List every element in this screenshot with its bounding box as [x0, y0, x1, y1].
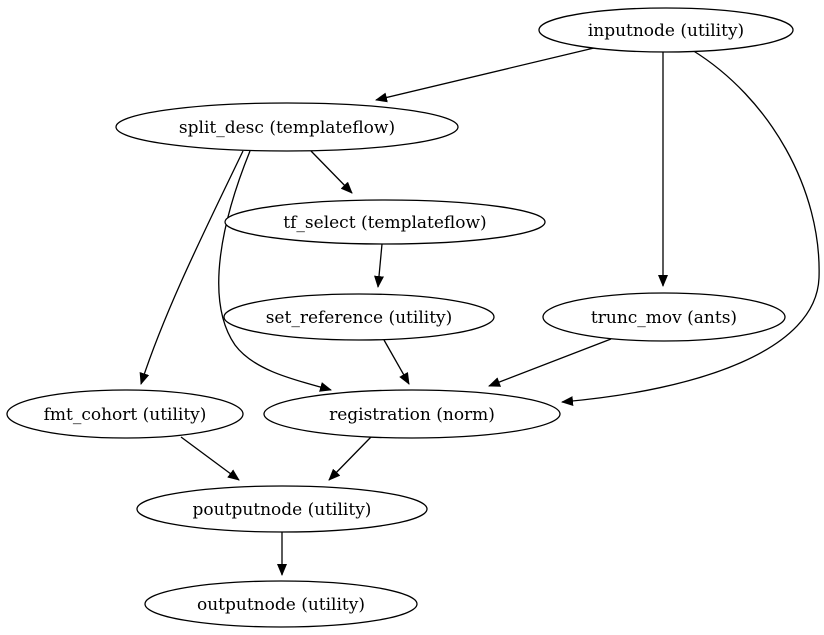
node-outputnode: outputnode (utility) [144, 580, 418, 628]
node-inputnode-label: inputnode (utility) [588, 21, 744, 41]
edge-inputnode-registration [561, 49, 820, 407]
node-poutputnode: poutputnode (utility) [136, 485, 428, 533]
node-trunc_mov-ellipse [542, 292, 786, 342]
node-inputnode: inputnode (utility) [538, 7, 794, 53]
node-split_desc-ellipse [115, 102, 459, 152]
graph-nodes: inputnode (utility) split_desc (template… [6, 7, 794, 628]
node-registration-ellipse [263, 389, 561, 439]
node-split_desc: split_desc (templateflow) [115, 102, 459, 152]
edge-split_desc-registration [218, 150, 332, 392]
node-set_reference-label: set_reference (utility) [266, 308, 453, 328]
node-fmt_cohort-ellipse [6, 389, 244, 439]
node-tf_select: tf_select (templateflow) [224, 199, 546, 245]
node-registration-label: registration (norm) [329, 405, 495, 425]
node-trunc_mov: trunc_mov (ants) [542, 292, 786, 342]
node-poutputnode-ellipse [136, 485, 428, 533]
edge-registration-poutputnode [328, 436, 372, 481]
graph-edges [139, 47, 820, 576]
edge-split_desc-tf_select [310, 150, 353, 194]
node-set_reference: set_reference (utility) [223, 293, 495, 341]
edge-tf_select-set_reference [374, 243, 384, 288]
node-set_reference-ellipse [223, 293, 495, 341]
node-outputnode-label: outputnode (utility) [197, 595, 365, 615]
node-split_desc-label: split_desc (templateflow) [179, 118, 395, 138]
edge-trunc_mov-registration [488, 338, 612, 387]
node-inputnode-ellipse [538, 7, 794, 53]
edge-fmt_cohort-poutputnode [180, 436, 240, 481]
node-fmt_cohort: fmt_cohort (utility) [6, 389, 244, 439]
node-trunc_mov-label: trunc_mov (ants) [591, 308, 737, 328]
node-registration: registration (norm) [263, 389, 561, 439]
node-poutputnode-label: poutputnode (utility) [193, 500, 372, 520]
edge-split_desc-fmt_cohort [139, 150, 244, 385]
node-tf_select-ellipse [224, 199, 546, 245]
edge-inputnode-split_desc [375, 47, 595, 103]
node-outputnode-ellipse [144, 580, 418, 628]
edge-set_reference-registration [383, 339, 410, 385]
node-fmt_cohort-label: fmt_cohort (utility) [44, 405, 207, 425]
node-tf_select-label: tf_select (templateflow) [283, 213, 486, 233]
